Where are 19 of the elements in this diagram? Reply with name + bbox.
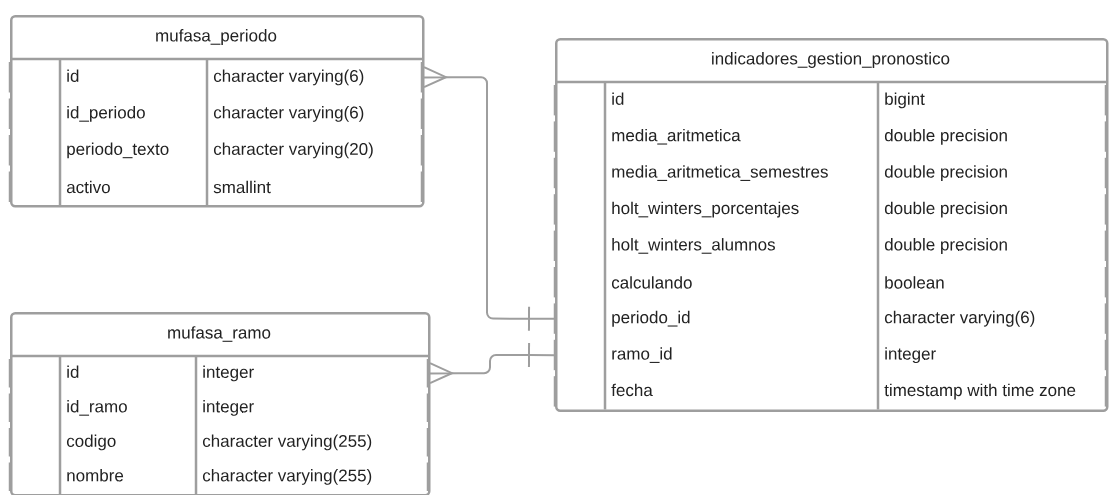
table-row: id character varying(6) xyxy=(8,62,424,93)
table-row: codigo character varying(255) xyxy=(8,428,430,457)
relationship-line xyxy=(421,66,555,332)
table-row: periodo_id character varying(6) xyxy=(553,303,1108,334)
table-row: ramo_id integer xyxy=(553,339,1108,371)
table-row: id_periodo character varying(6) xyxy=(8,98,424,129)
table-row: activo smallint xyxy=(8,171,424,202)
table-row: holt_winters_porcentajes double precision xyxy=(553,194,1108,225)
table-row: holt_winters_alumnos double precision xyxy=(553,230,1108,261)
table-row: id bigint xyxy=(553,85,1108,116)
table-row: nombre character varying(255) xyxy=(8,462,430,491)
table-row: media_aritmetica_semestres double precision xyxy=(553,157,1108,189)
table-row: id integer xyxy=(8,359,430,388)
table-row: media_aritmetica double precision xyxy=(553,121,1108,152)
table-row: id_ramo integer xyxy=(8,393,430,422)
table-row: calculando boolean xyxy=(553,267,1108,298)
relationship-line xyxy=(427,342,555,385)
table-row: periodo_texto character varying(20) xyxy=(8,135,424,166)
table-row: fecha timestamp with time zone xyxy=(553,376,1108,407)
